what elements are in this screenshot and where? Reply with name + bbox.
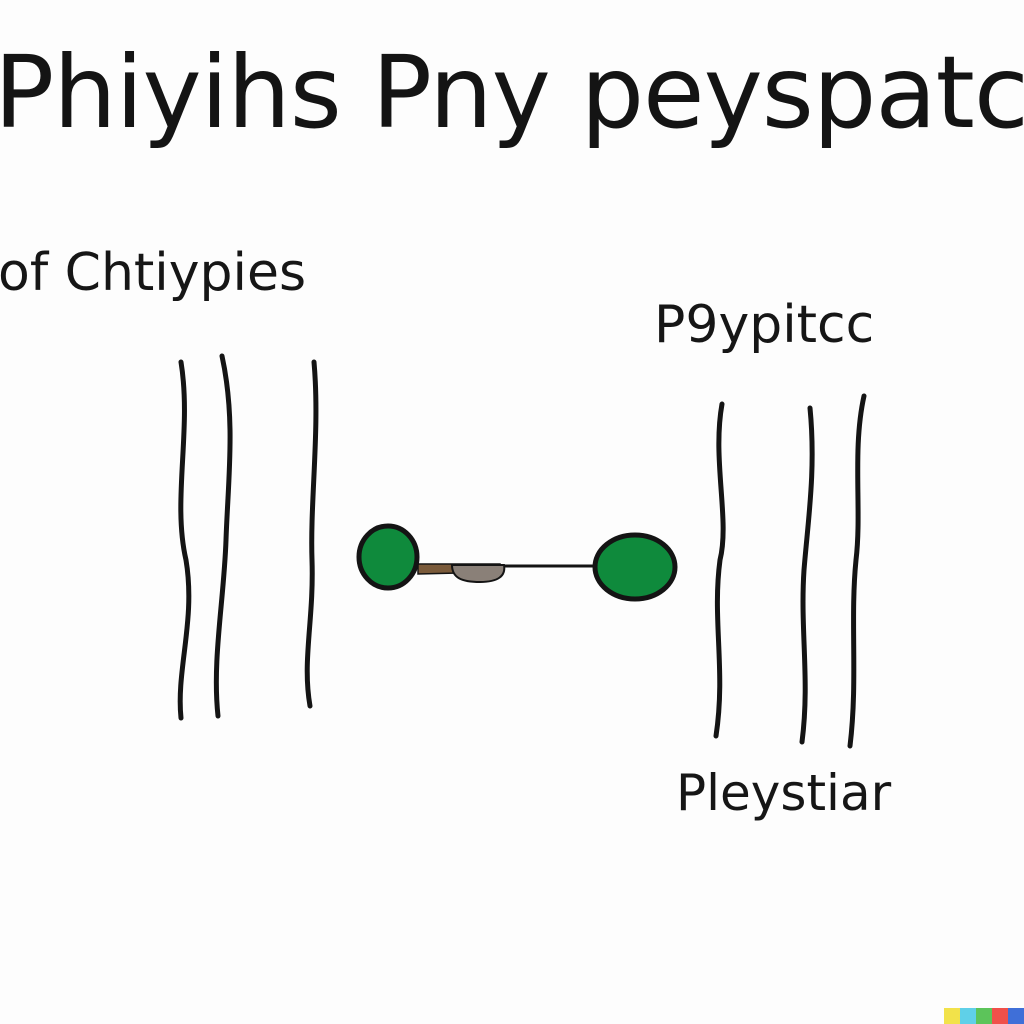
diagram-title: Phiyihs Pny peyspatc bbox=[0, 34, 1024, 151]
corner-swatch-green bbox=[976, 1008, 992, 1024]
right-wave-line-2 bbox=[799, 405, 815, 745]
left-green-ball bbox=[356, 523, 420, 591]
corner-swatch-blue bbox=[1008, 1008, 1024, 1024]
right-bottom-label: Pleystiar bbox=[676, 764, 892, 822]
right-wave-line-1 bbox=[713, 401, 726, 739]
left-wave-line-3 bbox=[304, 359, 319, 709]
rod-grey-blob bbox=[450, 564, 506, 584]
left-label: of Chtiypies bbox=[0, 243, 307, 303]
right-wave-line-3 bbox=[847, 393, 867, 749]
corner-swatch-cyan bbox=[960, 1008, 976, 1024]
right-top-label: P9ypitcc bbox=[654, 295, 875, 355]
left-wave-line-2 bbox=[213, 353, 233, 719]
left-wave-line-1 bbox=[177, 359, 192, 721]
corner-color-strip bbox=[944, 1008, 1024, 1024]
corner-swatch-yellow bbox=[944, 1008, 960, 1024]
right-green-ball bbox=[592, 532, 678, 602]
corner-swatch-red bbox=[992, 1008, 1008, 1024]
